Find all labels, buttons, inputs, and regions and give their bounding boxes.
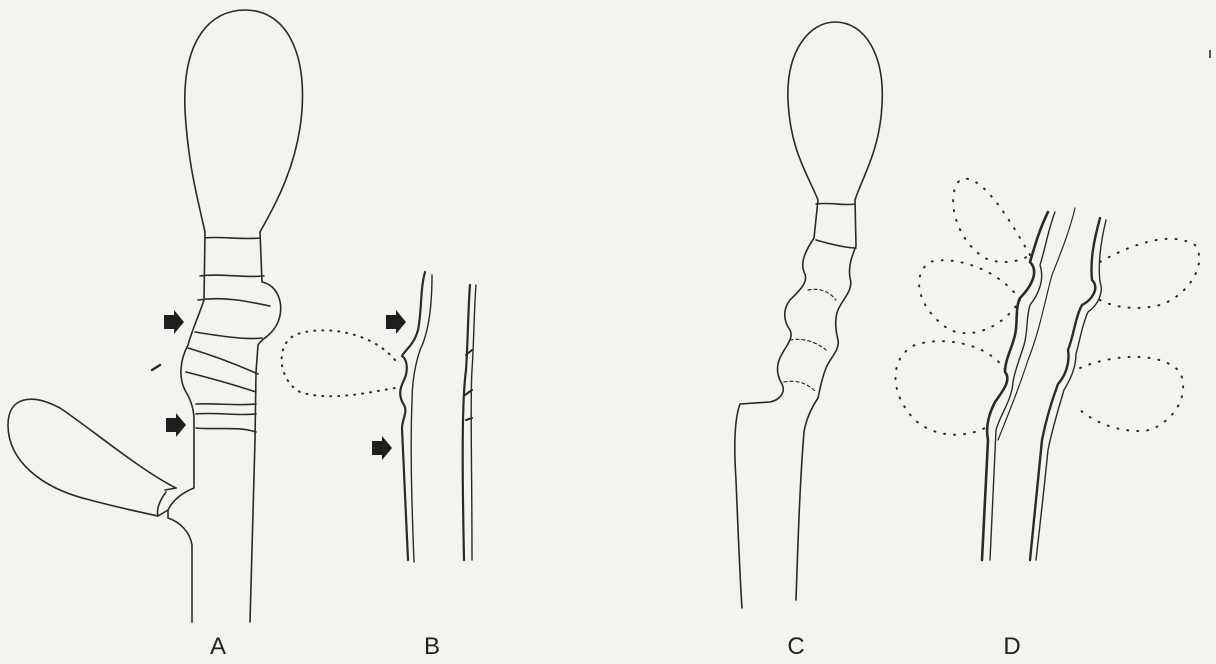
panel-a-drawing: [8, 10, 302, 622]
panel-a-arrow-upper: [164, 310, 184, 334]
panel-c-bulb: [788, 22, 882, 200]
panel-b-arrow-lower: [372, 436, 392, 460]
panel-a-side-bulb: [8, 399, 176, 516]
panel-b-arrow-upper: [386, 310, 406, 334]
panel-label-c: C: [787, 633, 804, 661]
panel-c-drawing: [735, 22, 882, 608]
panel-label-d: D: [1003, 633, 1020, 661]
panel-label-b: B: [424, 633, 440, 661]
panel-d-dotted-cells: [895, 179, 1199, 435]
panel-a-arrow-lower: [166, 413, 186, 437]
panel-d-drawing: [895, 179, 1199, 560]
panel-a-top-bulb: [185, 10, 303, 232]
panel-a-bands: [186, 237, 270, 432]
panel-b-drawing: [282, 272, 476, 562]
panel-b-dotted-cell: [282, 330, 395, 396]
panel-label-a: A: [210, 633, 226, 661]
